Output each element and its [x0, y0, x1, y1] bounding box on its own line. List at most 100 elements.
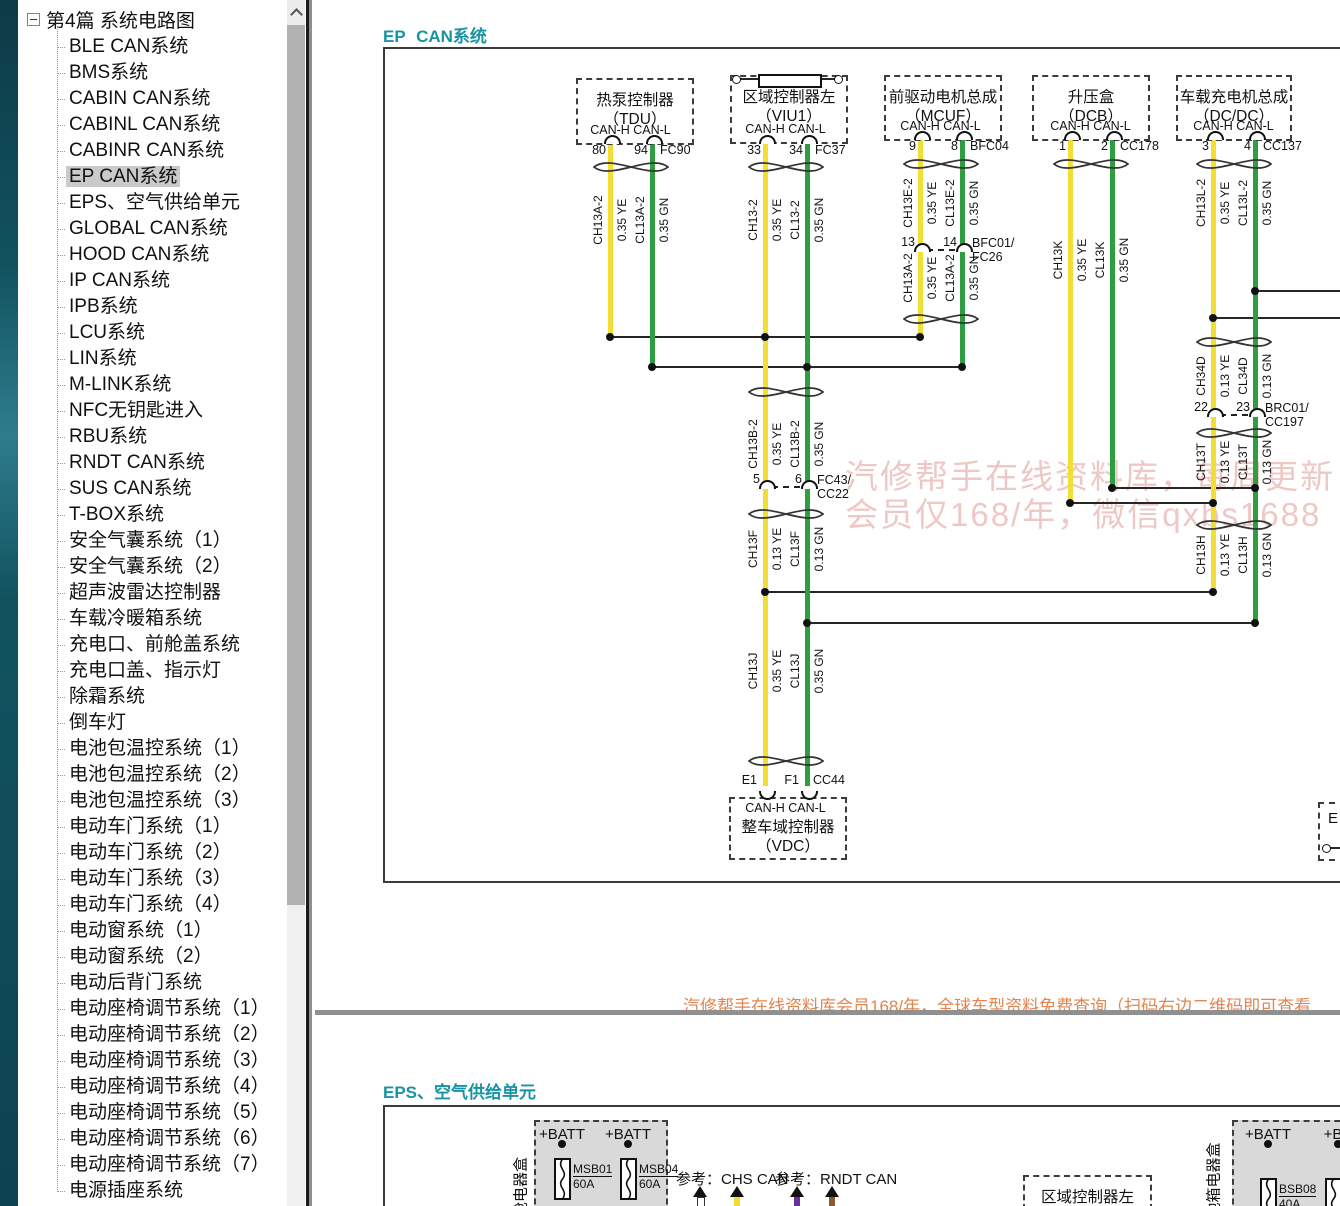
wire-label: 0.35 GN — [812, 648, 826, 694]
sidebar-item[interactable]: 电动车门系统（1） — [57, 814, 235, 840]
fuse-icon — [1259, 1178, 1277, 1206]
wire-label: 0.35 YE — [615, 198, 629, 242]
tree-stub — [57, 593, 65, 594]
twisted-pair-icon — [746, 383, 826, 406]
inline-connector-pin — [955, 243, 973, 252]
sidebar-item-label: GLOBAL CAN系统 — [69, 218, 228, 239]
collapse-icon[interactable] — [27, 13, 40, 26]
sidebar-item[interactable]: CABINR CAN系统 — [57, 138, 227, 164]
pin-arc — [800, 791, 818, 800]
scrollbar-thumb[interactable] — [287, 25, 305, 905]
sidebar-item[interactable]: IPB系统 — [57, 294, 141, 320]
sidebar-item-label: 电动座椅调节系统（1） — [69, 998, 270, 1019]
sidebar-item[interactable]: CABINL CAN系统 — [57, 112, 223, 138]
twisted-pair-icon — [1051, 155, 1131, 178]
sidebar-item[interactable]: HOOD CAN系统 — [57, 242, 212, 268]
sidebar-item[interactable]: 电动座椅调节系统（2） — [57, 1022, 273, 1048]
sidebar-item[interactable]: 电动车门系统（2） — [57, 840, 235, 866]
sidebar-item[interactable]: NFC无钥匙进入 — [57, 398, 206, 424]
sidebar-item[interactable]: RNDT CAN系统 — [57, 450, 208, 476]
pin-arc — [800, 135, 818, 144]
sidebar-item[interactable]: 除霜系统 — [57, 684, 148, 710]
sidebar-item[interactable]: 安全气囊系统（2） — [57, 554, 235, 580]
sidebar-item[interactable]: 电动窗系统（2） — [57, 944, 216, 970]
sidebar-item[interactable]: 充电口盖、指示灯 — [57, 658, 224, 684]
bus-line — [1213, 317, 1340, 319]
sidebar-item[interactable]: 电池包温控系统（2） — [57, 762, 254, 788]
sidebar-item-label: 电动座椅调节系统（5） （零 — [69, 1102, 287, 1123]
sidebar-item[interactable]: CABIN CAN系统 — [57, 86, 213, 112]
tree-stub — [57, 1165, 65, 1166]
tree-stub — [57, 1009, 65, 1010]
tree-stub — [57, 645, 65, 646]
sidebar-item[interactable]: LCU系统 — [57, 320, 148, 346]
tree-stub — [57, 385, 65, 386]
pin-label: FC90 — [660, 143, 691, 157]
sidebar-item[interactable]: 充电口、前舱盖系统 — [57, 632, 243, 658]
sidebar-item[interactable]: GLOBAL CAN系统 — [57, 216, 231, 242]
sidebar-item[interactable]: 电动座椅调节系统（4） — [57, 1074, 273, 1100]
sidebar-item[interactable]: M-LINK系统 — [57, 372, 174, 398]
reference-arrow-icon — [693, 1186, 707, 1197]
diagram-title-eps: EPS、空气供给单元 — [383, 1083, 537, 1102]
can-h-label: CAN-H — [745, 801, 785, 815]
connector-code: FC26 — [972, 250, 1003, 264]
junction-dot — [1209, 588, 1217, 596]
component-box — [1232, 1120, 1340, 1206]
sidebar-item[interactable]: EP CAN系统 — [57, 164, 181, 190]
tree-stub — [57, 775, 65, 776]
tree-stub — [57, 905, 65, 906]
junction-dot — [1251, 484, 1259, 492]
diagram-frame — [383, 47, 1340, 883]
tree-stub — [57, 541, 65, 542]
sidebar-item-label: BLE CAN系统 — [69, 36, 189, 57]
sidebar-item[interactable]: 电动后背门系统 — [57, 970, 205, 996]
sidebar-item[interactable]: EPS、空气供给单元 — [57, 190, 243, 216]
sidebar-item[interactable]: IP CAN系统 — [57, 268, 173, 294]
sidebar-item[interactable]: RBU系统 — [57, 424, 150, 450]
sidebar-item[interactable]: 电动座椅调节系统（3） — [57, 1048, 273, 1074]
fuse-icon — [619, 1158, 637, 1205]
sidebar-item[interactable]: SUS CAN系统 — [57, 476, 194, 502]
sidebar-item-label: IP CAN系统 — [69, 270, 171, 291]
sidebar-item[interactable]: 安全气囊系统（1） — [57, 528, 235, 554]
sidebar-item[interactable]: 电动座椅调节系统（6） （零 — [57, 1126, 287, 1152]
sidebar-item-label: 电动座椅调节系统（6） （零 — [69, 1128, 287, 1149]
sidebar-item[interactable]: 电动座椅调节系统（7） — [57, 1152, 273, 1178]
sidebar-item-label: IPB系统 — [69, 296, 138, 317]
tree-stub — [57, 47, 65, 48]
component-box: 前驱动电机总成（MCUF） — [884, 75, 1002, 141]
twisted-pair-icon — [746, 158, 826, 181]
wire-label: 0.35 YE — [1218, 181, 1232, 225]
reference-arrow-tail — [734, 1197, 740, 1206]
reference-arrow-icon — [825, 1186, 839, 1197]
sidebar-item[interactable]: 倒车灯 — [57, 710, 129, 736]
sidebar-item[interactable]: 电动窗系统（1） — [57, 918, 216, 944]
sidebar-item[interactable]: 电动车门系统（3） — [57, 866, 235, 892]
sidebar-item[interactable]: BMS系统 — [57, 60, 151, 86]
sidebar-item[interactable]: 电源插座系统 — [57, 1178, 186, 1204]
sidebar-item[interactable]: BLE CAN系统 — [57, 34, 191, 60]
sidebar-item[interactable]: 电动座椅调节系统（1） — [57, 996, 273, 1022]
sidebar-item[interactable]: 电池包温控系统（1） — [57, 736, 254, 762]
resistor-terminal — [834, 75, 843, 84]
sidebar-item-label: 充电口盖、指示灯 — [69, 660, 222, 681]
bus-line — [1255, 290, 1340, 292]
sidebar-item[interactable]: T-BOX系统 — [57, 502, 167, 528]
pin-label: 4 — [1244, 139, 1251, 153]
tree-stub — [57, 1061, 65, 1062]
sidebar-item[interactable]: 电动车门系统（4） — [57, 892, 235, 918]
sidebar-item[interactable]: 电动座椅调节系统（5） （零 — [57, 1100, 287, 1126]
tree-root[interactable]: 第4篇 系统电路图 — [46, 11, 195, 32]
sidebar-item[interactable]: 超声波雷达控制器 — [57, 580, 224, 606]
tree-guide-line — [57, 26, 58, 1192]
twisted-pair-icon — [901, 310, 981, 333]
sidebar-item[interactable]: 车载冷暖箱系统 — [57, 606, 205, 632]
scrollbar-up-button[interactable] — [287, 0, 305, 25]
tree-stub — [57, 671, 65, 672]
connector-code: BFC01/ — [972, 236, 1015, 250]
sidebar-item[interactable]: 电池包温控系统（3） — [57, 788, 254, 814]
wire-label: CL13F — [788, 530, 802, 568]
sidebar-item[interactable]: LIN系统 — [57, 346, 140, 372]
